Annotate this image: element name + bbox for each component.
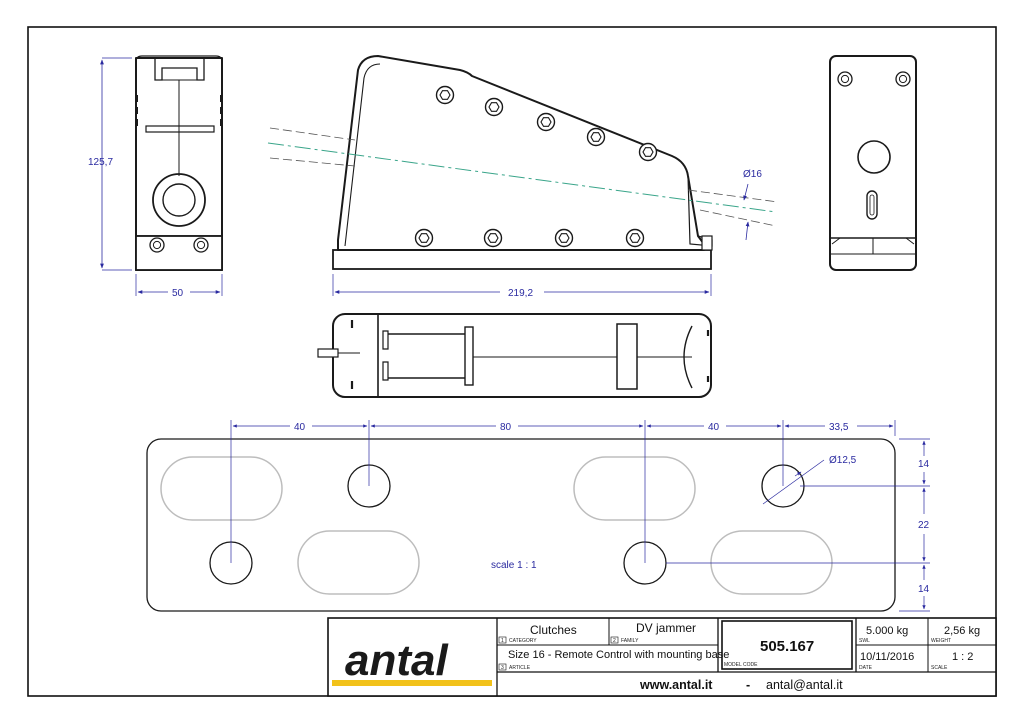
top-view xyxy=(317,313,712,398)
base-spacing-2-label: 80 xyxy=(500,422,512,433)
weight-value: 2,56 kg xyxy=(944,625,980,637)
model-code-value: 505.167 xyxy=(760,638,814,655)
vertical-bottom-label: 14 xyxy=(918,584,930,595)
vertical-top-label: 14 xyxy=(918,459,930,470)
base-plate: scale 1 : 1 xyxy=(146,438,896,612)
scale-value: 1 : 2 xyxy=(952,651,973,663)
family-label: FAMILY xyxy=(621,638,639,644)
website-link[interactable]: www.antal.it xyxy=(639,678,713,692)
date-label: DATE xyxy=(859,665,873,671)
article-num: 3 xyxy=(501,665,504,671)
width-front-label: 50 xyxy=(172,288,184,299)
rope-path-lines xyxy=(267,127,779,227)
scale-label: SCALE xyxy=(931,665,948,671)
front-dimensions: 125,7 50 xyxy=(88,57,223,299)
date-value: 10/11/2016 xyxy=(860,651,914,663)
base-spacing-3-label: 40 xyxy=(708,422,720,433)
swl-label: SWL xyxy=(859,638,870,644)
family-num: 2 xyxy=(613,638,616,644)
contact-separator: - xyxy=(746,678,750,692)
email-link[interactable]: antal@antal.it xyxy=(766,678,843,692)
rope-diameter-label: Ø16 xyxy=(743,169,762,180)
vertical-mid-label: 22 xyxy=(918,520,930,531)
model-code-label: MODEL CODE xyxy=(724,662,758,668)
family-value: DV jammer xyxy=(636,621,696,635)
category-value: Clutches xyxy=(530,623,577,637)
weight-label: WEIGHT xyxy=(931,638,951,644)
length-side-label: 219,2 xyxy=(508,288,533,299)
side-view xyxy=(332,55,713,270)
category-label: CATEGORY xyxy=(509,638,537,644)
logo-bar xyxy=(332,680,492,686)
base-plate-dimensions xyxy=(230,420,930,612)
base-plate-dimension-labels: 40 80 40 33,5 Ø12,5 14 22 14 xyxy=(294,422,930,595)
side-dimensions: 219,2 Ø16 xyxy=(332,169,762,299)
height-front-label: 125,7 xyxy=(88,157,113,168)
article-value: Size 16 - Remote Control with mounting b… xyxy=(508,649,729,661)
rear-view xyxy=(829,55,917,271)
swl-value: 5.000 kg xyxy=(866,625,908,637)
front-view xyxy=(135,55,223,271)
antal-logo: antal xyxy=(345,636,448,685)
base-spacing-1-label: 40 xyxy=(294,422,306,433)
article-label: ARTICLE xyxy=(509,665,531,671)
hole-diameter-label: Ø12,5 xyxy=(829,455,857,466)
title-block: antal Clutches 1 CATEGORY DV jammer 2 FA… xyxy=(327,617,997,697)
base-spacing-4-label: 33,5 xyxy=(829,422,849,433)
base-plate-scale-note: scale 1 : 1 xyxy=(491,560,537,571)
category-num: 1 xyxy=(501,638,504,644)
